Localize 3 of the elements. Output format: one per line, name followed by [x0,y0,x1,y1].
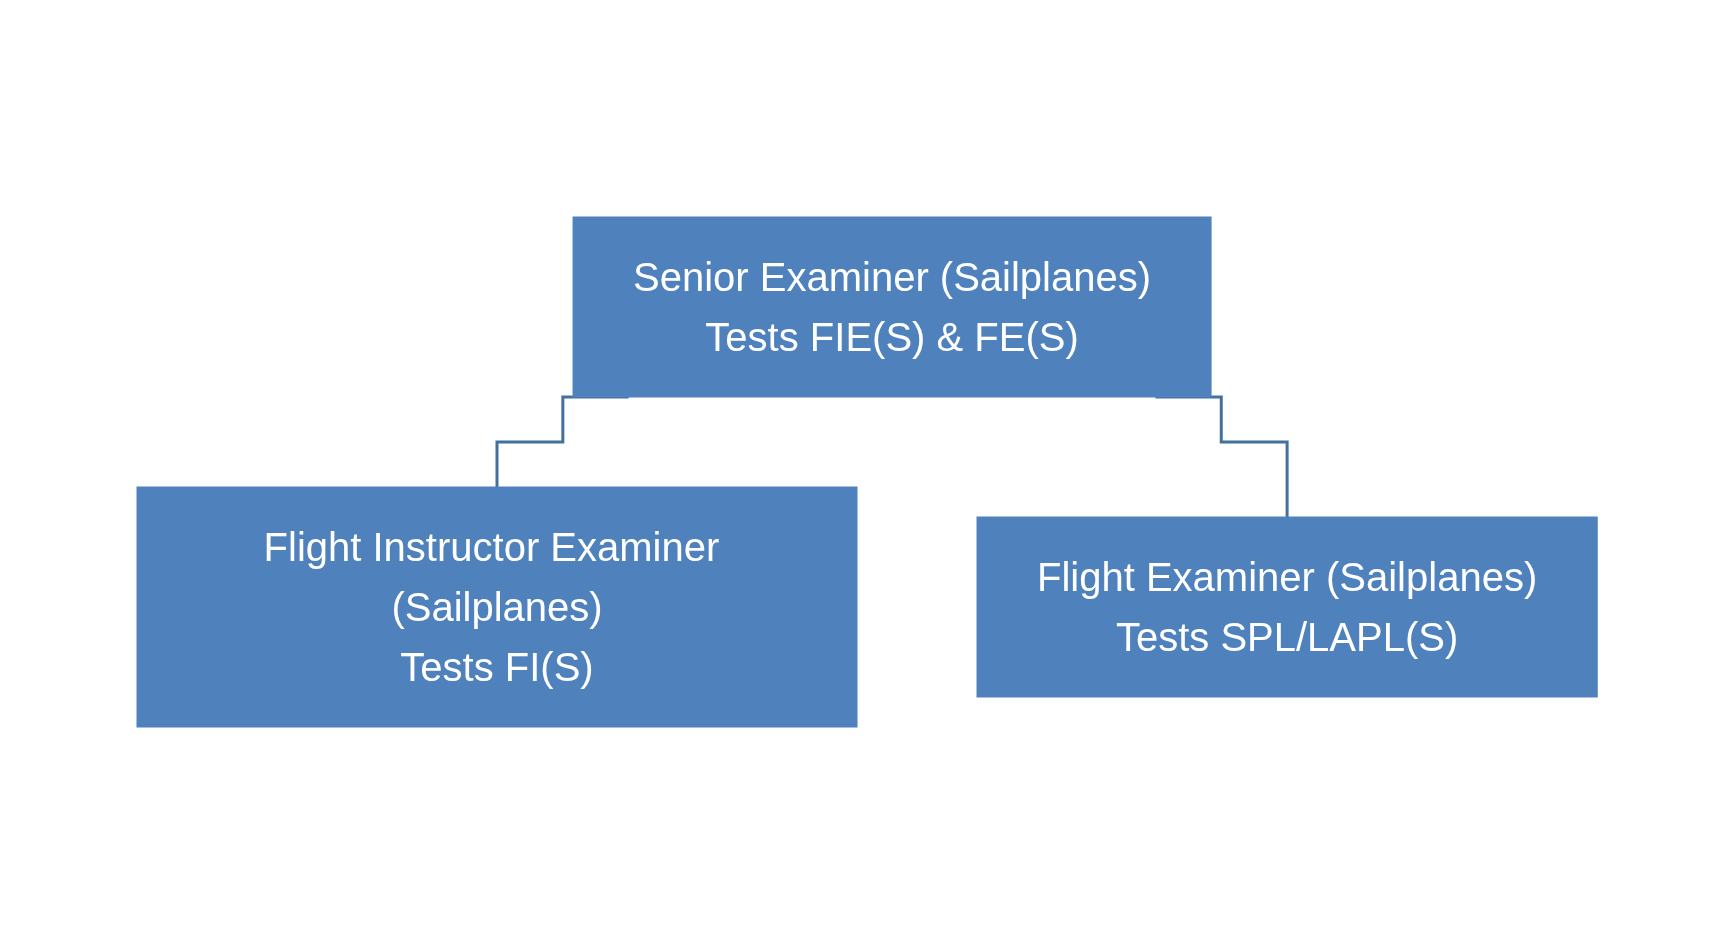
node-box: Flight Examiner (Sailplanes) Tests SPL/LAPL(S) [976,516,1599,698]
node-box: Senior Examiner (Sailplanes) Tests FIE(S) & FE(S) [572,216,1212,398]
node-box: Flight Instructor Examiner (Sailplanes) Tests FI(S) [136,486,858,728]
